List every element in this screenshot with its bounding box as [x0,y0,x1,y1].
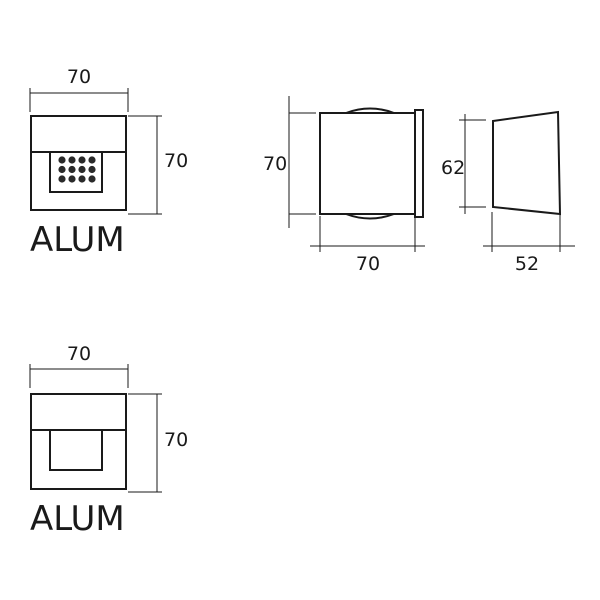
led-dot [58,156,66,164]
profile-height-label: 62 [441,157,465,179]
side-bottom-lens [345,213,395,220]
top-view: 70 70 ALUM [29,66,188,260]
led-dot [58,175,66,183]
profile-body-outline [492,110,562,216]
side-body-outline [319,112,416,215]
led-window [49,151,103,193]
bottom-view: 70 70 ALUM [29,343,188,539]
led-dot [68,165,76,174]
led-dot [68,175,76,183]
side-top-lens [345,107,395,114]
profile-depth-label: 52 [515,253,539,275]
side-height-label: 70 [263,153,287,175]
bottom-window [49,429,103,471]
side-view: 70 70 [263,96,425,275]
bottom-material-label: ALUM [30,499,125,539]
led-dot [88,156,96,164]
profile-view: 62 52 [441,110,575,275]
side-flange [414,109,424,218]
led-dot [58,165,66,174]
led-grid [58,156,96,183]
top-material-label: ALUM [30,220,125,260]
top-body-outline [30,115,127,211]
bottom-height-label: 70 [164,429,188,451]
led-dot [88,165,96,174]
bottom-body-outline [30,393,127,490]
led-dot [68,156,76,164]
led-dot [78,165,86,174]
bottom-width-label: 70 [67,343,91,365]
led-dot [78,175,86,183]
side-width-label: 70 [356,253,380,275]
top-height-label: 70 [164,150,188,172]
led-dot [78,156,86,164]
led-dot [88,175,96,183]
top-width-label: 70 [67,66,91,88]
